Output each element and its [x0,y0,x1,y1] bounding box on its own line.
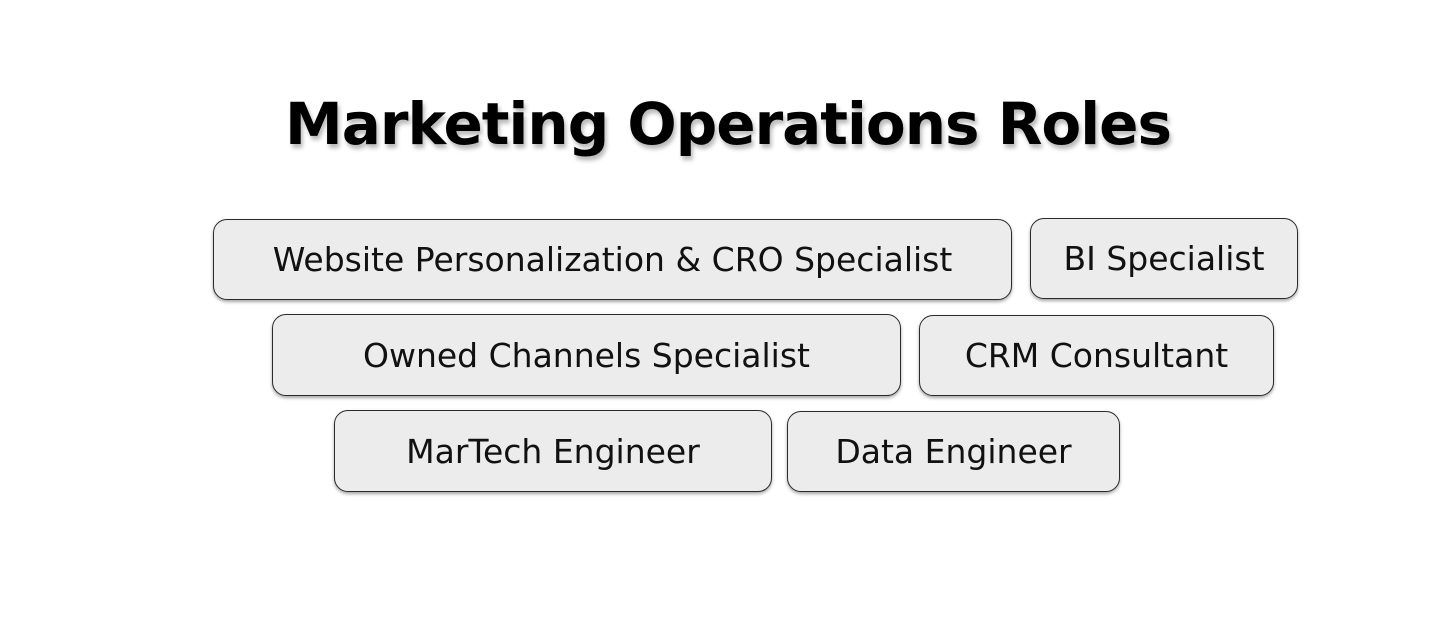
role-box-data-engineer: Data Engineer [787,411,1120,492]
role-box-crm-consultant: CRM Consultant [919,315,1274,396]
role-box-owned-channels-specialist: Owned Channels Specialist [272,314,901,396]
role-label: CRM Consultant [964,336,1229,375]
role-label: Website Personalization & CRO Specialist [272,240,953,279]
role-label: BI Specialist [1063,239,1265,278]
role-label: Data Engineer [835,432,1072,471]
role-box-martech-engineer: MarTech Engineer [334,410,772,492]
page-title: Marketing Operations Roles [284,90,1172,158]
role-label: MarTech Engineer [406,431,700,471]
role-label: Owned Channels Specialist [363,335,810,375]
role-box-website-personalization-cro-specialist: Website Personalization & CRO Specialist [213,219,1012,300]
role-box-bi-specialist: BI Specialist [1030,218,1298,299]
